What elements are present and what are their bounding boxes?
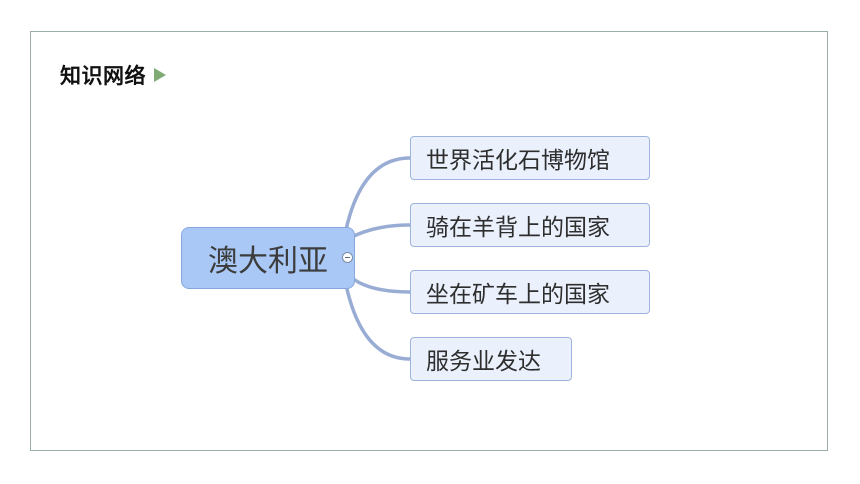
branch-topic-1[interactable]: 世界活化石博物馆 [410, 136, 650, 180]
branch-label: 世界活化石博物馆 [426, 148, 610, 174]
play-arrow-icon [154, 68, 166, 82]
central-topic[interactable]: 澳大利亚 [181, 227, 355, 289]
branch-topic-3[interactable]: 坐在矿车上的国家 [410, 270, 650, 314]
branch-topic-2[interactable]: 骑在羊背上的国家 [410, 203, 650, 247]
connector-2 [348, 223, 412, 240]
branch-label: 服务业发达 [426, 349, 541, 375]
collapse-icon[interactable] [342, 252, 353, 263]
branch-label: 骑在羊背上的国家 [426, 215, 610, 241]
connector-3 [350, 276, 412, 294]
branch-label: 坐在矿车上的国家 [426, 282, 610, 308]
heading: 知识网络 [60, 61, 166, 89]
heading-title: 知识网络 [60, 64, 146, 88]
branch-topic-4[interactable]: 服务业发达 [410, 337, 572, 381]
